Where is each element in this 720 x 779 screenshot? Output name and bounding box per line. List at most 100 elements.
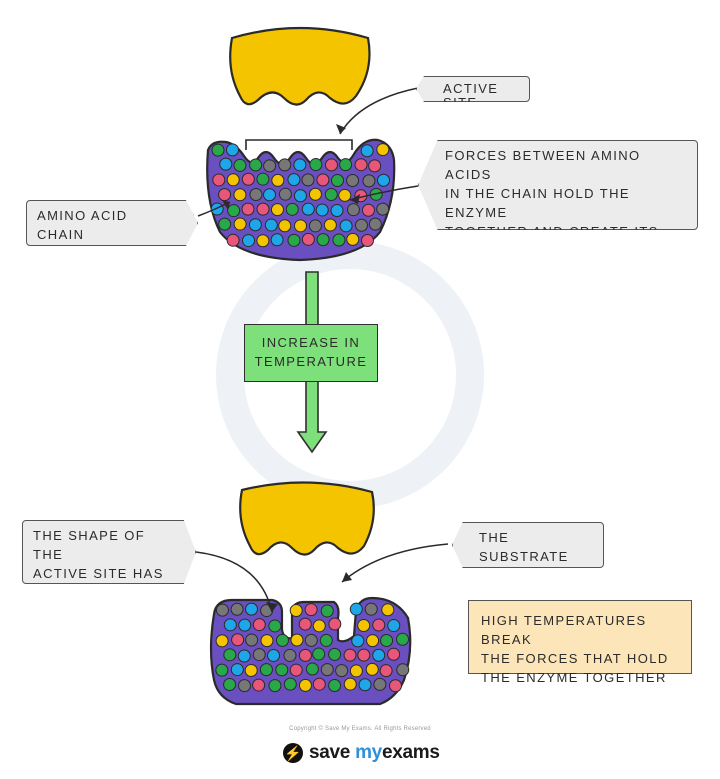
amino-acid (287, 233, 301, 247)
amino-acid (349, 602, 363, 616)
amino-acid (289, 603, 303, 617)
label-active-site: ACTIVE SITE (416, 76, 530, 102)
amino-acid (376, 143, 390, 157)
amino-acid (285, 202, 299, 216)
amino-acid (358, 678, 372, 692)
brand-logo: ⚡ save myexams (283, 740, 443, 766)
amino-acid (268, 679, 282, 693)
amino-acid (256, 172, 270, 186)
amino-acid (227, 204, 241, 218)
label-substrate-no-longer-fits: THE SUBSTRATE NO LONGER FITS (452, 522, 604, 568)
amino-acid (298, 678, 312, 692)
amino-acid (249, 188, 263, 202)
amino-acid (343, 648, 357, 662)
amino-acid (301, 232, 315, 246)
amino-acid (364, 602, 378, 616)
amino-acid (381, 603, 395, 617)
amino-acid (354, 218, 368, 232)
amino-acid (324, 158, 338, 172)
active-site-bracket (245, 139, 353, 150)
amino-acid (357, 648, 371, 662)
amino-acid (245, 633, 259, 647)
amino-acid (368, 159, 382, 173)
amino-acid (252, 678, 266, 692)
amino-acid (351, 634, 365, 648)
amino-acid (290, 633, 304, 647)
amino-acid (312, 647, 326, 661)
amino-acid (233, 188, 247, 202)
amino-acid (244, 663, 258, 677)
amino-acid (328, 679, 342, 693)
amino-acid (215, 603, 229, 617)
amino-acid (263, 188, 277, 202)
substrate-top (229, 26, 371, 106)
amino-acid (267, 648, 281, 662)
label-forces: FORCES BETWEEN AMINO ACIDS IN THE CHAIN … (418, 140, 698, 230)
amino-acid (332, 233, 346, 247)
amino-acid (256, 234, 270, 248)
amino-acid (365, 662, 379, 676)
amino-acid (238, 618, 252, 632)
label-increase-temperature: INCREASE IN TEMPERATURE (244, 324, 378, 382)
amino-acid (293, 158, 307, 172)
amino-acid (237, 679, 251, 693)
amino-acid (268, 619, 282, 633)
amino-acid (298, 617, 312, 631)
amino-acid (226, 173, 240, 187)
amino-acid (388, 679, 402, 693)
amino-acid (283, 648, 297, 662)
amino-acid (223, 677, 237, 691)
amino-acid (233, 217, 247, 231)
amino-acid (346, 232, 360, 246)
amino-acid (323, 218, 337, 232)
amino-acid (215, 634, 229, 648)
amino-acid (304, 603, 318, 617)
amino-acid (215, 663, 229, 677)
amino-acid (301, 173, 315, 187)
amino-acid (271, 173, 285, 187)
amino-acid (368, 217, 382, 231)
amino-acid (275, 633, 289, 647)
label-amino-acid-chain: AMINO ACID CHAIN MAKING UP ENZYME (26, 200, 198, 246)
amino-acid (357, 618, 371, 632)
amino-acid (309, 158, 323, 172)
amino-acid (275, 663, 289, 677)
amino-acid (320, 663, 334, 677)
pointer-substrate (341, 543, 449, 583)
amino-acid (233, 158, 247, 172)
amino-acid (305, 662, 319, 676)
amino-acid (354, 158, 368, 172)
amino-acid (372, 618, 386, 632)
amino-acid (308, 219, 322, 233)
label-high-temperatures: HIGH TEMPERATURES BREAK THE FORCES THAT … (468, 600, 692, 685)
amino-acid (379, 664, 393, 678)
amino-acid (293, 189, 307, 203)
pointer-shape-distorted (195, 551, 273, 613)
amino-acid (316, 233, 330, 247)
amino-acid (376, 202, 390, 216)
amino-acid (339, 158, 353, 172)
amino-acid (278, 219, 292, 233)
amino-acid (304, 633, 318, 647)
amino-acid (349, 664, 363, 678)
amino-acid (226, 233, 240, 247)
amino-acid (264, 218, 278, 232)
amino-acid (380, 633, 394, 647)
amino-acid (320, 604, 334, 618)
label-shape-distorted: THE SHAPE OF THE ACTIVE SITE HAS BEEN DI… (22, 520, 196, 584)
arrowheads (222, 124, 360, 612)
amino-acid (225, 143, 239, 157)
amino-acid (343, 677, 357, 691)
amino-acid (259, 663, 273, 677)
amino-acid (360, 144, 374, 158)
amino-acid (376, 173, 390, 187)
amino-acid (270, 203, 284, 217)
amino-acid (308, 187, 322, 201)
amino-acid (312, 619, 326, 633)
lightning-bolt-icon: ⚡ (283, 743, 303, 763)
amino-acid (361, 203, 375, 217)
amino-acid (324, 188, 338, 202)
amino-acid (241, 172, 255, 186)
enzyme-top-amino-acids (210, 143, 390, 248)
